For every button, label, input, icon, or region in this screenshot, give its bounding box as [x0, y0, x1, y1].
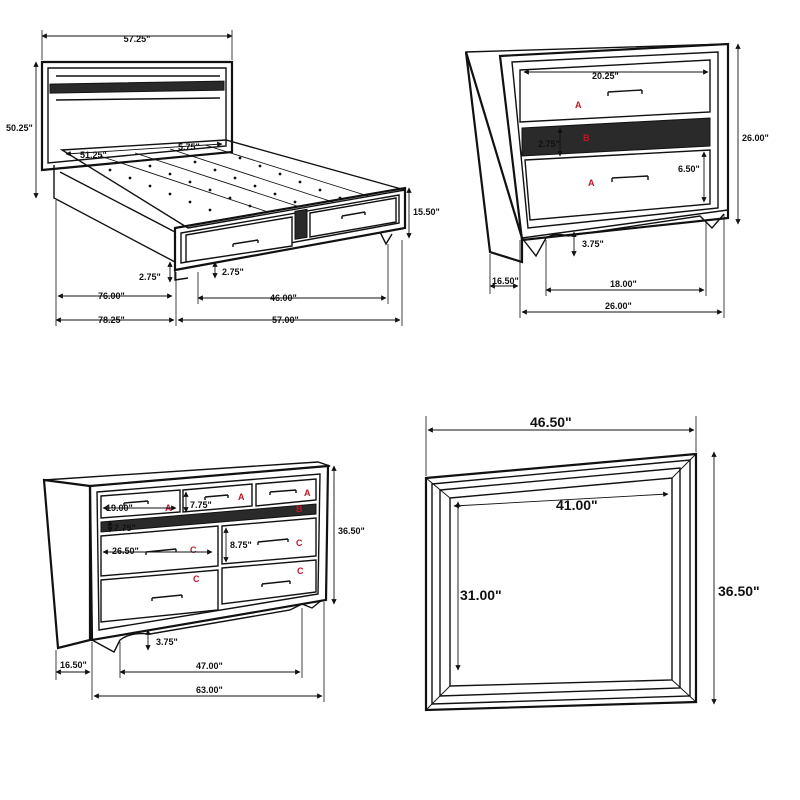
bed-drawing: 57.25" 50.25" 51.25" 5.75" 15.50" 2.75" … — [6, 30, 440, 326]
dresser-height-label: 36.50" — [338, 526, 365, 536]
nightstand-leg-height-label: 3.75" — [582, 239, 604, 249]
nightstand-handle-bottom — [611, 175, 649, 182]
bed-slat-dots — [108, 156, 342, 212]
dresser-drawer-low-right[interactable] — [221, 559, 317, 605]
mirror-glass-width-label: 41.00" — [556, 497, 598, 513]
bed-drawer-left[interactable] — [185, 216, 293, 263]
dresser-tag-a-right: A — [304, 488, 311, 498]
nightstand-drawer-crystal-tag: B — [583, 133, 590, 143]
bed-height-label: 50.25" — [6, 123, 33, 133]
bed-drawer-span-label: 46.00" — [270, 293, 297, 303]
mirror-glass-height-label: 31.00" — [460, 587, 502, 603]
dresser-drawer-top-right[interactable] — [255, 478, 317, 507]
bed-inner-width-label: 51.25" — [80, 150, 107, 160]
dresser-overall-width-label: 63.00" — [196, 685, 223, 695]
mirror-overall-width-label: 46.50" — [530, 414, 572, 430]
nightstand-drawer-bottom-tag: A — [588, 178, 595, 188]
bed-side-rail — [53, 165, 176, 264]
nightstand-crystal-drawer[interactable] — [521, 117, 711, 157]
bed-slat-platform — [59, 139, 406, 229]
dresser-front — [88, 464, 330, 642]
dresser-tag-c-mid-right: C — [296, 538, 303, 548]
nightstand-depth-label: 16.50" — [492, 276, 519, 286]
bed-headboard — [40, 60, 234, 172]
nightstand-drawing: A B A 20.25" 26.00" 2.75" 6.50" 3.75" 16… — [464, 42, 769, 318]
bed-dimensions: 57.25" 50.25" 51.25" 5.75" 15.50" 2.75" … — [6, 30, 440, 326]
dresser-lower-drawer-height-label: 8.75" — [230, 540, 252, 550]
dresser-drawer-top-left[interactable] — [100, 489, 181, 519]
nightstand-drawer-top-tag: A — [575, 100, 582, 110]
dresser-drawer-top-middle[interactable] — [182, 483, 253, 513]
dresser-tag-c-low-left: C — [193, 574, 200, 584]
nightstand-side — [464, 51, 524, 264]
dresser-side — [42, 478, 92, 650]
bed-footboard — [173, 186, 407, 281]
dresser-tag-b: B — [296, 504, 303, 514]
bed-footboard-height-label: 15.50" — [413, 207, 440, 217]
nightstand-drawer-height-label: 6.50" — [678, 164, 700, 174]
dresser-drawer-low-left[interactable] — [100, 569, 219, 623]
nightstand-inner-width-label: 18.00" — [610, 279, 637, 289]
mirror-drawing: 46.50" 41.00" 31.00" 36.50" — [424, 414, 760, 712]
bed-overall-length-label: 78.25" — [98, 315, 125, 325]
dresser-tag-c-low-right: C — [297, 566, 304, 576]
dresser-lower-drawer-width-label: 26.50" — [112, 546, 139, 556]
bed-overall-width-label: 57.00" — [272, 315, 299, 325]
nightstand-height-label: 26.00" — [742, 133, 769, 143]
nightstand-handle-top — [607, 89, 643, 96]
dresser-depth-label: 16.50" — [60, 660, 87, 670]
nightstand-dimensions: 20.25" 26.00" 2.75" 6.50" 3.75" 16.50" 1… — [489, 43, 769, 318]
dresser-dimensions: 19.00" 7.75" 2.75" 26.50" 8.75" 36.50" 3… — [55, 465, 365, 702]
dresser-top-drawer-height-label: 7.75" — [190, 500, 212, 510]
dresser-inner-width-label: 47.00" — [196, 661, 223, 671]
dresser-tag-c-mid-left: C — [190, 545, 197, 555]
dresser-crystal-band-label: 2.75" — [114, 523, 136, 533]
mirror-overall-height-label: 36.50" — [718, 583, 760, 599]
dresser-crystal-drawer[interactable] — [100, 503, 317, 533]
dresser-tag-a-middle: A — [238, 492, 245, 502]
bed-base-left-label: 2.75" — [139, 272, 161, 282]
bed-side-rail-label: 76.00" — [98, 291, 125, 301]
dresser-drawing: A A A B C C C C 19.00" 7.75" 2.75" 26.50… — [42, 461, 365, 702]
nightstand-drawer-width-label: 20.25" — [592, 71, 619, 81]
bed-drawer-right[interactable] — [309, 197, 397, 238]
nightstand-crystal-band-label: 2.75" — [538, 139, 560, 149]
nightstand-overall-width-label: 26.00" — [605, 301, 632, 311]
bed-drawer-handle-left — [232, 239, 259, 247]
bed-headboard-width-label: 57.25" — [124, 34, 151, 44]
bed-base-right-label: 2.75" — [222, 267, 244, 277]
dresser-top-drawer-width-label: 19.00" — [106, 503, 133, 513]
dresser-leg-height-label: 3.75" — [156, 637, 178, 647]
nightstand-drawer-bottom[interactable] — [524, 149, 711, 221]
bed-slat-gap-label: 5.75" — [178, 142, 200, 152]
bed-drawer-handle-right — [341, 211, 366, 219]
mirror-dimensions: 46.50" 41.00" 31.00" 36.50" — [425, 414, 760, 705]
